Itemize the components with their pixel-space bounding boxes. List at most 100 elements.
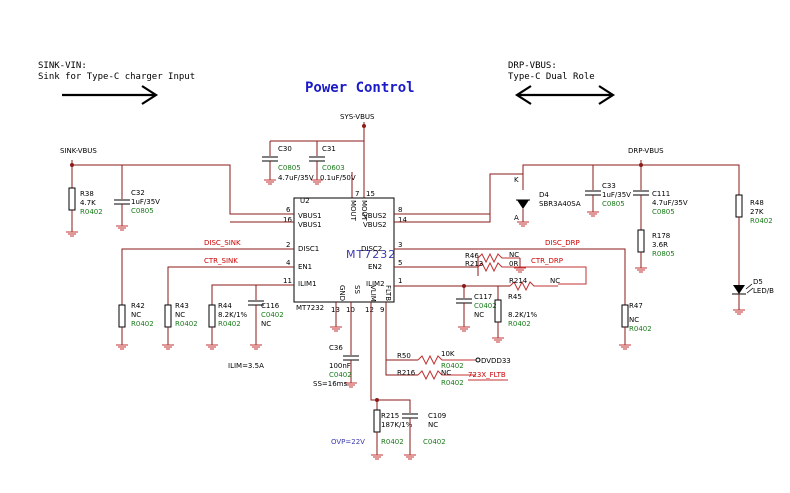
svg-text:C0402: C0402 xyxy=(474,302,497,310)
svg-text:R0805: R0805 xyxy=(652,250,675,258)
svg-text:DISC_SINK: DISC_SINK xyxy=(204,239,241,247)
note-sink-vin-desc: Sink for Type-C charger Input xyxy=(38,72,195,82)
svg-text:NC: NC xyxy=(428,421,438,429)
svg-text:27K: 27K xyxy=(750,208,764,216)
svg-text:R47: R47 xyxy=(629,302,643,310)
svg-text:GND: GND xyxy=(338,285,346,301)
svg-text:VBUS2: VBUS2 xyxy=(363,221,387,229)
svg-text:VLIM: VLIM xyxy=(369,285,377,302)
svg-text:R214: R214 xyxy=(509,277,528,285)
svg-text:4.7K: 4.7K xyxy=(80,199,96,207)
svg-text:1uF/35V: 1uF/35V xyxy=(131,198,160,206)
c31-val: 0.1uF/50V xyxy=(320,174,356,182)
svg-text:C109: C109 xyxy=(428,412,446,420)
svg-text:C0805: C0805 xyxy=(131,207,154,215)
svg-text:NC: NC xyxy=(175,311,185,319)
svg-text:C111: C111 xyxy=(652,190,670,198)
svg-text:R0402: R0402 xyxy=(750,217,773,225)
svg-text:NC: NC xyxy=(629,316,639,324)
svg-text:R0402: R0402 xyxy=(131,320,154,328)
svg-text:R0402: R0402 xyxy=(629,325,652,333)
svg-text:15: 15 xyxy=(366,190,375,198)
svg-text:0R: 0R xyxy=(509,260,518,268)
svg-text:NC: NC xyxy=(509,251,519,259)
svg-text:9: 9 xyxy=(380,306,384,314)
svg-text:1: 1 xyxy=(398,277,402,285)
svg-text:14: 14 xyxy=(398,216,407,224)
c30-val: 4.7uF/35V xyxy=(278,174,314,182)
svg-text:DISC2: DISC2 xyxy=(361,245,382,253)
svg-text:2: 2 xyxy=(286,241,290,249)
svg-text:16: 16 xyxy=(283,216,292,224)
svg-text:OVP=22V: OVP=22V xyxy=(331,438,365,446)
svg-text:R0402: R0402 xyxy=(80,208,103,216)
net-drp-vbus: DRP-VBUS xyxy=(628,147,664,155)
c31-ref: C31 xyxy=(322,145,336,153)
svg-text:8.2K/1%: 8.2K/1% xyxy=(508,311,538,319)
svg-text:R48: R48 xyxy=(750,199,764,207)
svg-text:R0402: R0402 xyxy=(175,320,198,328)
svg-text:R0402: R0402 xyxy=(508,320,531,328)
svg-text:4: 4 xyxy=(286,259,291,267)
svg-text:DISC_DRP: DISC_DRP xyxy=(545,239,580,247)
svg-text:NC: NC xyxy=(441,369,451,377)
note-sink-vin-title: SINK-VIN: xyxy=(38,61,87,71)
svg-text:C0402: C0402 xyxy=(423,438,446,446)
svg-text:8.2K/1%: 8.2K/1% xyxy=(218,311,248,319)
svg-text:ILIM2: ILIM2 xyxy=(366,280,385,288)
c31-pkg: C0603 xyxy=(322,164,345,172)
svg-text:CTR_DRP: CTR_DRP xyxy=(531,257,563,265)
svg-text:K: K xyxy=(514,176,519,184)
svg-text:3.6R: 3.6R xyxy=(652,241,668,249)
svg-text:C36: C36 xyxy=(329,344,343,352)
u2-ref: U2 xyxy=(300,197,310,205)
svg-text:R178: R178 xyxy=(652,232,670,240)
svg-text:R42: R42 xyxy=(131,302,145,310)
svg-text:R213: R213 xyxy=(465,260,483,268)
svg-text:R38: R38 xyxy=(80,190,94,198)
svg-text:R46: R46 xyxy=(465,252,479,260)
svg-text:5: 5 xyxy=(398,259,402,267)
svg-text:R0402: R0402 xyxy=(381,438,404,446)
svg-text:3: 3 xyxy=(398,241,402,249)
page-title: Power Control xyxy=(305,80,415,96)
svg-text:R50: R50 xyxy=(397,352,411,360)
svg-text:10K: 10K xyxy=(441,350,455,358)
svg-text:C0402: C0402 xyxy=(261,311,284,319)
svg-text:C116: C116 xyxy=(261,302,280,310)
svg-text:A: A xyxy=(514,214,519,222)
svg-text:EN2: EN2 xyxy=(368,263,382,271)
svg-text:ILIM=3.5A: ILIM=3.5A xyxy=(228,362,264,370)
svg-text:R0402: R0402 xyxy=(441,362,464,370)
svg-text:EN1: EN1 xyxy=(298,263,312,271)
svg-text:CTR_SINK: CTR_SINK xyxy=(204,257,238,265)
svg-text:R0402: R0402 xyxy=(441,379,464,387)
svg-text:R43: R43 xyxy=(175,302,189,310)
svg-text:VBUS1: VBUS1 xyxy=(298,221,322,229)
svg-text:NC: NC xyxy=(131,311,141,319)
svg-text:1uF/35V: 1uF/35V xyxy=(602,191,631,199)
svg-text:7: 7 xyxy=(355,190,359,198)
arrow-both-icon xyxy=(514,85,616,105)
svg-text:SBR3A40SA: SBR3A40SA xyxy=(539,200,581,208)
svg-text:13: 13 xyxy=(331,306,340,314)
svg-text:NC: NC xyxy=(261,320,271,328)
c30-pkg: C0805 xyxy=(278,164,301,172)
svg-text:C33: C33 xyxy=(602,182,616,190)
svg-text:VBUS2: VBUS2 xyxy=(363,212,387,220)
svg-text:SS=16ms: SS=16ms xyxy=(313,380,347,388)
svg-text:MOUT: MOUT xyxy=(349,200,357,222)
u2-part-number: MT7232 xyxy=(346,248,396,261)
svg-text:VBUS1: VBUS1 xyxy=(298,212,322,220)
svg-text:C0805: C0805 xyxy=(602,200,625,208)
u2-chip xyxy=(293,197,395,303)
svg-text:6: 6 xyxy=(286,206,291,214)
svg-text:187K/1%: 187K/1% xyxy=(381,421,413,429)
svg-text:DVDD33: DVDD33 xyxy=(481,357,511,365)
svg-text:SS: SS xyxy=(353,285,361,294)
svg-text:LED/B: LED/B xyxy=(753,287,774,295)
svg-text:C32: C32 xyxy=(131,189,145,197)
svg-text:8: 8 xyxy=(398,206,402,214)
